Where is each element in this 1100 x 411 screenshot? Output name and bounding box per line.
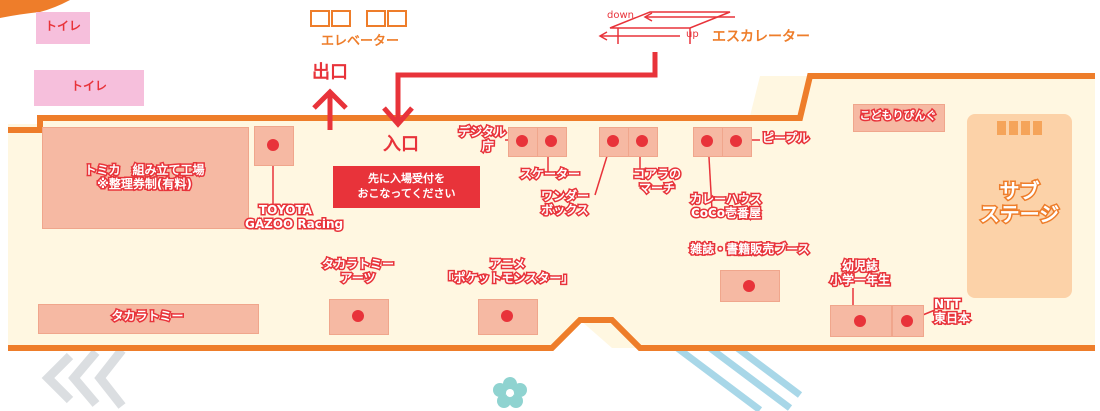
exit-label: 出口 bbox=[312, 62, 348, 83]
restroom-main-label: トイレ bbox=[70, 79, 107, 93]
booth-koala-line1: コアラの bbox=[631, 166, 682, 183]
elevator-label: エレベーター bbox=[320, 34, 399, 49]
booth-coco-marker bbox=[701, 135, 713, 147]
booth-koala-marker bbox=[636, 135, 648, 147]
booth-takaratomy-label: タカラトミー bbox=[110, 308, 185, 325]
decor-flower bbox=[493, 377, 527, 408]
escalator-down-label: down bbox=[607, 10, 634, 21]
entry-notice-line1: 先に入場受付を bbox=[368, 172, 445, 185]
elevator-icon bbox=[310, 10, 407, 27]
entry-notice-line2: おこなってください bbox=[357, 186, 456, 200]
restroom-top-label: トイレ bbox=[44, 19, 81, 33]
booth-wonder-line2: ボックス bbox=[540, 202, 591, 219]
booth-digital-marker bbox=[516, 135, 528, 147]
entrance-label: 入口 bbox=[383, 134, 419, 155]
booth-people-label: ピープル bbox=[760, 130, 810, 147]
booth-youji-label: 幼児誌 小学一年生 bbox=[815, 258, 905, 289]
booth-toyota-line1: TOYOTA bbox=[258, 202, 314, 219]
sub-stage-line1: サブ bbox=[998, 178, 1041, 204]
booth-ntt-line2: 東日本 bbox=[932, 310, 971, 327]
restroom-main bbox=[34, 70, 144, 106]
booth-pokemon-line2: 「ポケットモンスター」 bbox=[440, 270, 575, 287]
booth-toyota-marker bbox=[267, 139, 279, 151]
booth-wonder-line1: ワンダー bbox=[539, 188, 590, 205]
outer-wall-bottom bbox=[8, 317, 1095, 351]
booth-people[interactable] bbox=[722, 127, 752, 157]
booth-koala-label: コアラの マーチ bbox=[622, 166, 692, 197]
booth-people-marker bbox=[730, 135, 742, 147]
booth-toyota-line2: GAZOO Racing bbox=[244, 216, 345, 233]
booth-ntt-marker bbox=[901, 315, 913, 327]
sub-stage-mark bbox=[997, 121, 1042, 135]
booth-toyota-label: TOYOTA GAZOO Racing bbox=[244, 202, 365, 233]
booth-takaratomy-arts-line2: アーツ bbox=[339, 270, 377, 287]
exit-arrow-icon bbox=[312, 88, 348, 130]
booth-koala-line2: マーチ bbox=[637, 180, 676, 197]
booth-takaratomy-arts-label: タカラトミー アーツ bbox=[308, 256, 408, 287]
booth-pokemon-marker bbox=[501, 310, 513, 322]
booth-skater-label: スケーター bbox=[518, 166, 581, 183]
escalator-icon bbox=[598, 11, 735, 44]
booth-kodomo-label: こどもりぴんぐ bbox=[858, 108, 938, 123]
booth-wonder-marker bbox=[607, 135, 619, 147]
booth-pokemon-label: アニメ 「ポケットモンスター」 bbox=[440, 256, 575, 287]
booth-takaratomy-arts-marker bbox=[352, 310, 364, 322]
decor-chevrons bbox=[41, 347, 126, 409]
booth-youji-line2: 小学一年生 bbox=[828, 272, 891, 289]
escalator-label: エスカレーター bbox=[712, 29, 810, 45]
booth-coco-line2: CoCo壱番屋 bbox=[689, 205, 762, 222]
booth-tomica-line1: トミカ 組み立て工場 bbox=[83, 162, 206, 179]
sub-stage-area bbox=[967, 114, 1072, 298]
entry-notice: 先に入場受付を おこなってください bbox=[333, 166, 480, 208]
booth-tomica[interactable] bbox=[42, 127, 249, 229]
booth-takaratomy[interactable] bbox=[38, 304, 259, 334]
booth-digital-line2: 庁 bbox=[480, 138, 495, 155]
entrance-arrow-icon bbox=[382, 52, 658, 128]
booth-wonder-label: ワンダー ボックス bbox=[530, 188, 600, 219]
booth-ntt-label: NTT 東日本 bbox=[932, 296, 971, 327]
booth-pokemon-line1: アニメ bbox=[488, 256, 527, 273]
booth-magazine-marker bbox=[743, 280, 755, 292]
restroom-top bbox=[36, 12, 90, 44]
booth-coco-line1: カレーハウス bbox=[689, 191, 764, 208]
decor-orange-splash bbox=[0, 0, 70, 18]
booth-magazine-label: 雑誌・書籍販売ブース bbox=[689, 241, 811, 258]
booth-skater-marker bbox=[545, 135, 557, 147]
escalator-up-label: up bbox=[686, 29, 699, 40]
booth-takaratomy-arts-line1: タカラトミー bbox=[320, 256, 395, 273]
sub-stage-line2: ステージ bbox=[978, 201, 1061, 227]
booth-coco-label: カレーハウス CoCo壱番屋 bbox=[676, 191, 776, 222]
booth-youji-line1: 幼児誌 bbox=[840, 258, 879, 275]
booth-youji-marker bbox=[854, 315, 866, 327]
booth-tomica-line2: ※整理券制(有料) bbox=[96, 176, 194, 193]
booth-tomica-label: トミカ 組み立て工場 ※整理券制(有料) bbox=[42, 162, 247, 193]
booth-ntt-line1: NTT bbox=[932, 296, 962, 313]
outer-wall bbox=[8, 73, 1095, 133]
booth-digital-line1: デジタル bbox=[457, 124, 508, 141]
booth-kodomo[interactable] bbox=[853, 104, 945, 132]
booth-digital-label: デジタル 庁 bbox=[436, 124, 508, 155]
sub-stage-label[interactable]: サブ ステージ bbox=[967, 178, 1072, 227]
booth-pokemon[interactable] bbox=[478, 299, 538, 335]
